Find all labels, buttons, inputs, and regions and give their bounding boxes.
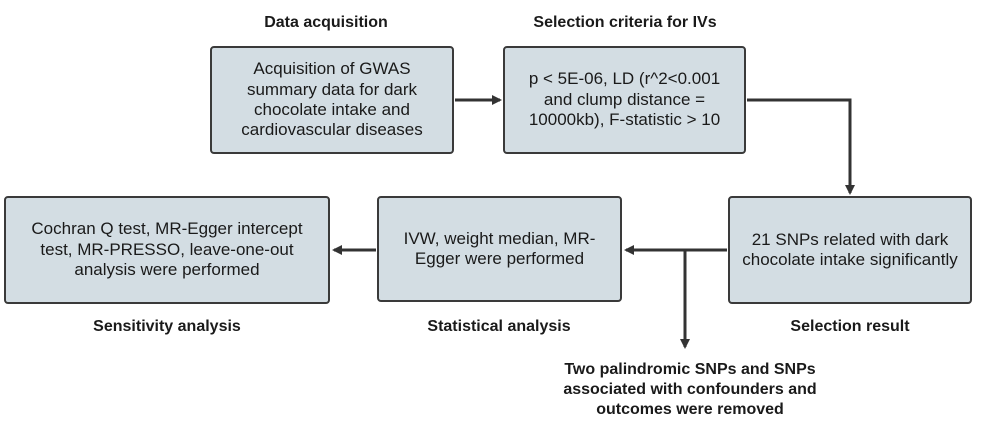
sensitivity-analysis-box: Cochran Q test, MR-Egger intercept test,… [4,196,330,304]
selection-criteria-title: Selection criteria for IVs [533,14,717,31]
selection-criteria-box: p < 5E-06, LD (r^2<0.001 and clump dista… [503,46,746,154]
arrow-criteria-to-result [747,98,855,195]
data-acquisition-text: Acquisition of GWAS summary data for dar… [241,59,423,140]
statistical-analysis-text: IVW, weight median, MR-Egger were perfor… [403,228,596,268]
selection-result-text: 21 SNPs related with dark chocolate inta… [742,229,958,269]
selection-result-title: Selection result [790,318,910,335]
data-acquisition-box: Acquisition of GWAS summary data for dar… [210,46,454,154]
selection-result-box: 21 SNPs related with dark chocolate inta… [728,196,972,304]
sensitivity-analysis-title: Sensitivity analysis [93,318,241,335]
data-acquisition-title: Data acquisition [264,14,388,31]
statistical-analysis-title: Statistical analysis [427,318,571,335]
sensitivity-analysis-text: Cochran Q test, MR-Egger intercept test,… [31,219,303,280]
selection-criteria-text: p < 5E-06, LD (r^2<0.001 and clump dista… [528,69,721,130]
statistical-analysis-box: IVW, weight median, MR-Egger were perfor… [377,196,622,302]
removal-note: Two palindromic SNPs and SNPs associated… [563,361,817,418]
